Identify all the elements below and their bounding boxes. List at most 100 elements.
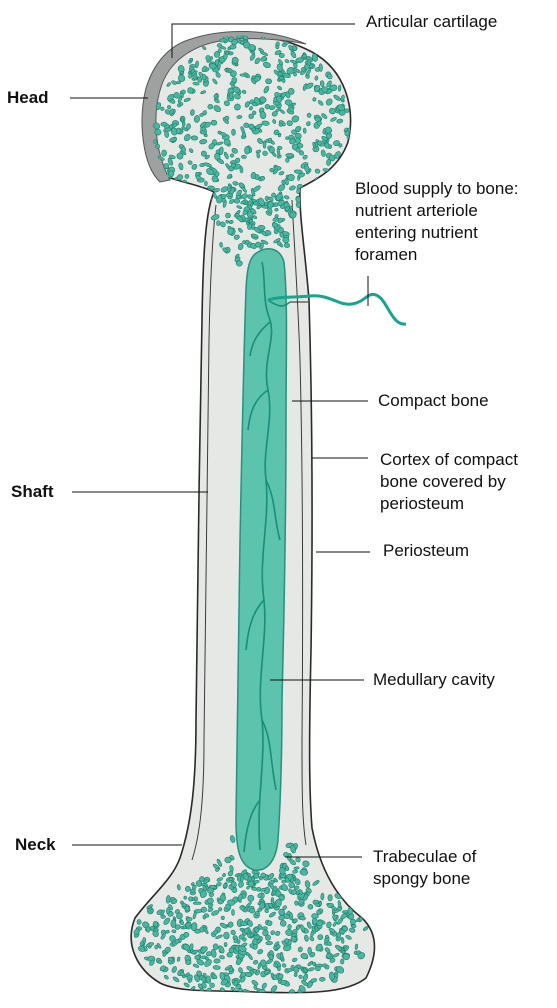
trabecula bbox=[292, 870, 298, 874]
trabecula bbox=[262, 151, 268, 156]
trabecula bbox=[321, 893, 325, 900]
trabecula bbox=[308, 947, 312, 954]
trabecula bbox=[285, 157, 289, 162]
trabecula bbox=[303, 128, 306, 133]
trabecula bbox=[263, 141, 266, 149]
trabecula bbox=[223, 54, 228, 60]
trabecula bbox=[161, 150, 166, 157]
trabecula bbox=[351, 925, 356, 928]
trabecula bbox=[234, 104, 240, 111]
trabecula bbox=[329, 180, 336, 185]
trabecula bbox=[218, 48, 221, 52]
trabecula bbox=[277, 967, 280, 971]
bone-shape bbox=[131, 31, 406, 999]
trabecula bbox=[226, 68, 229, 72]
trabecula bbox=[240, 922, 248, 926]
trabecula bbox=[137, 919, 142, 924]
trabecula bbox=[219, 242, 222, 247]
trabecula bbox=[266, 941, 273, 945]
trabecula bbox=[216, 220, 220, 225]
trabecula bbox=[186, 917, 192, 921]
label-trabeculae: Trabeculae of spongy bone bbox=[373, 846, 476, 890]
trabecula bbox=[251, 172, 256, 179]
trabecula bbox=[289, 107, 294, 112]
trabecula bbox=[288, 174, 295, 181]
trabecula bbox=[272, 223, 278, 228]
trabecula bbox=[245, 147, 250, 155]
trabecula bbox=[342, 910, 348, 913]
trabecula bbox=[211, 120, 217, 125]
trabecula bbox=[153, 921, 158, 927]
label-shaft: Shaft bbox=[11, 481, 54, 503]
trabecula bbox=[206, 951, 212, 956]
trabecula bbox=[202, 74, 206, 80]
trabecula bbox=[332, 915, 337, 919]
label-head: Head bbox=[7, 87, 49, 109]
trabecula bbox=[320, 80, 325, 86]
trabecula bbox=[213, 965, 221, 970]
trabecula bbox=[204, 194, 209, 198]
trabecula bbox=[282, 237, 289, 243]
trabecula bbox=[225, 857, 232, 863]
trabecula bbox=[167, 105, 171, 109]
trabecula bbox=[319, 977, 325, 981]
trabecula bbox=[213, 943, 219, 949]
trabecula bbox=[153, 928, 158, 931]
trabecula bbox=[242, 132, 246, 137]
trabecula bbox=[191, 136, 198, 141]
trabecula bbox=[205, 957, 208, 960]
trabecula bbox=[177, 191, 185, 198]
trabecula bbox=[259, 994, 264, 1000]
trabecula bbox=[271, 898, 274, 905]
trabecula bbox=[164, 163, 169, 168]
label-periosteum: Periosteum bbox=[383, 540, 469, 562]
trabecula bbox=[194, 955, 200, 960]
trabecula bbox=[155, 945, 159, 949]
trabecula bbox=[317, 181, 324, 189]
trabecula bbox=[328, 895, 333, 901]
trabecula bbox=[248, 880, 254, 887]
trabecula bbox=[254, 873, 259, 878]
label-neck: Neck bbox=[15, 834, 56, 856]
trabecula bbox=[249, 124, 255, 129]
trabecula bbox=[315, 76, 319, 81]
trabecula bbox=[349, 901, 355, 905]
trabecula bbox=[262, 927, 268, 930]
trabecula bbox=[228, 185, 231, 191]
trabecula bbox=[326, 953, 332, 958]
trabecula bbox=[231, 129, 235, 135]
trabecula bbox=[329, 155, 335, 161]
trabecula bbox=[347, 907, 353, 914]
trabecula bbox=[241, 155, 246, 159]
trabecula bbox=[338, 85, 341, 91]
trabecula bbox=[185, 959, 191, 965]
trabecula bbox=[289, 211, 296, 218]
trabecula bbox=[287, 924, 291, 929]
trabecula bbox=[250, 933, 253, 937]
trabecula bbox=[214, 959, 221, 964]
trabecula bbox=[204, 181, 207, 186]
trabecula bbox=[224, 942, 227, 947]
label-medullary-cavity: Medullary cavity bbox=[373, 669, 495, 691]
trabecula bbox=[227, 952, 233, 957]
trabecula bbox=[325, 176, 332, 183]
trabecula bbox=[209, 983, 214, 988]
trabecula bbox=[257, 152, 260, 158]
label-articular-cartilage: Articular cartilage bbox=[366, 11, 497, 33]
trabecula bbox=[317, 182, 324, 187]
trabecula bbox=[252, 76, 256, 79]
trabecula bbox=[279, 76, 283, 80]
trabecula bbox=[226, 194, 233, 197]
trabecula bbox=[322, 963, 327, 967]
trabecula bbox=[217, 43, 222, 47]
trabecula bbox=[286, 153, 294, 157]
trabecula bbox=[237, 115, 243, 119]
trabecula bbox=[185, 174, 189, 178]
trabecula bbox=[190, 58, 193, 62]
trabecula bbox=[232, 909, 235, 915]
trabecula bbox=[223, 932, 229, 939]
trabecula bbox=[262, 993, 268, 1000]
trabecula bbox=[269, 147, 274, 154]
trabecula bbox=[273, 963, 277, 967]
trabecula bbox=[257, 908, 261, 911]
